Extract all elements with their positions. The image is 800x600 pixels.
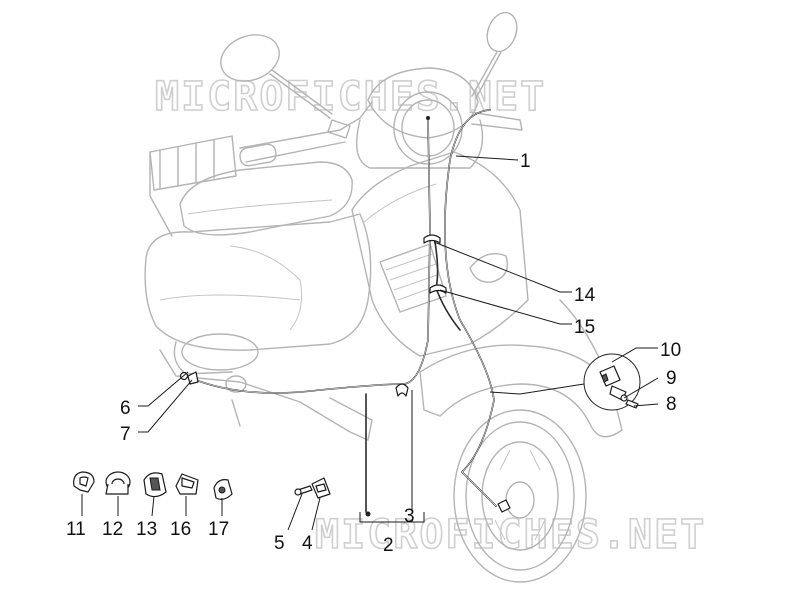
rear-body bbox=[144, 213, 372, 351]
part-17 bbox=[213, 479, 233, 500]
floorboard bbox=[379, 243, 447, 313]
callout-5: 5 bbox=[274, 533, 285, 554]
watermark-top: MICROFICHES.NET bbox=[155, 74, 546, 120]
leader-lines bbox=[81, 155, 659, 531]
seat bbox=[179, 161, 353, 236]
callout-12: 12 bbox=[102, 519, 123, 540]
callout-13: 13 bbox=[136, 519, 157, 540]
part-11 bbox=[73, 471, 95, 493]
callout-11: 11 bbox=[66, 519, 86, 540]
mirror-left bbox=[220, 34, 333, 119]
callout-7: 7 bbox=[120, 424, 131, 445]
part-5 bbox=[294, 485, 313, 496]
part-16 bbox=[175, 473, 199, 495]
rear-rack bbox=[149, 135, 237, 237]
part-12 bbox=[105, 471, 131, 495]
clip-14-installed bbox=[423, 234, 441, 244]
front-fender bbox=[419, 344, 623, 438]
callout-10: 10 bbox=[660, 340, 681, 361]
mirror-right bbox=[471, 11, 518, 99]
watermark-bottom: MICROFICHES.NET bbox=[315, 512, 706, 558]
legshield bbox=[351, 151, 529, 357]
callout-3: 3 bbox=[404, 506, 415, 527]
part-13 bbox=[143, 472, 167, 498]
callout-17: 17 bbox=[208, 519, 229, 540]
part-4 bbox=[311, 477, 331, 499]
callout-1: 1 bbox=[520, 151, 531, 172]
clip-3-installed bbox=[395, 383, 409, 397]
detail-bracket-inset bbox=[583, 353, 641, 411]
handlebar bbox=[239, 67, 523, 169]
callout-6: 6 bbox=[120, 398, 131, 419]
callout-4: 4 bbox=[302, 533, 313, 554]
callout-9: 9 bbox=[666, 368, 677, 389]
scooter-outline bbox=[144, 11, 623, 583]
front-wheel bbox=[453, 409, 587, 583]
callout-labels: 1 2 3 4 5 6 7 8 9 10 11 12 13 16 17 14 1… bbox=[66, 151, 681, 556]
callout-14: 14 bbox=[574, 285, 596, 306]
cable-assembly bbox=[185, 109, 511, 517]
callout-16: 16 bbox=[170, 519, 191, 540]
callout-8: 8 bbox=[666, 394, 677, 415]
callout-15: 15 bbox=[574, 317, 595, 338]
callout-2: 2 bbox=[383, 535, 394, 556]
